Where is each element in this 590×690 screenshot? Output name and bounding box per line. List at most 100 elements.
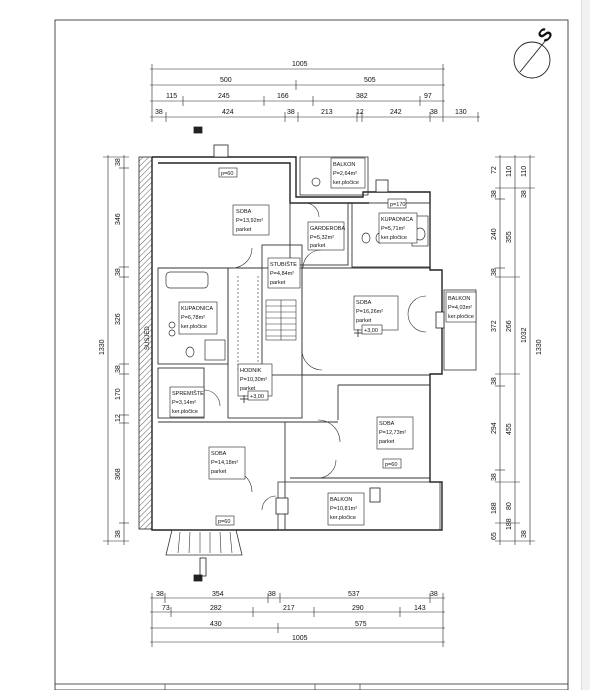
left-dimension-labels: 38 346 38 326 38 170 12 368 38 1330 (99, 158, 122, 538)
room-name: SOBA (356, 300, 372, 306)
dim-right-c1-5: 38 (491, 377, 498, 385)
dim-right-c2-5: 188 (506, 518, 513, 530)
dim-bottom-r2-4: 143 (414, 605, 426, 612)
room-name: KUPAONICA (181, 306, 213, 312)
dim-right-c1-3: 38 (491, 268, 498, 276)
room-soba-center: SOBA P=16,26m² parket (356, 300, 383, 324)
dim-top-r4-6: 38 (430, 109, 438, 116)
dim-left-4: 38 (115, 365, 122, 373)
dim-right-c2-2: 266 (506, 320, 513, 332)
dim-right-c1-2: 240 (491, 228, 498, 240)
dim-right-c2-3: 455 (506, 423, 513, 435)
room-name: KUPAONICA (381, 217, 413, 223)
room-area: P=4,84m² (270, 271, 294, 277)
dim-left-overall: 1330 (99, 339, 106, 355)
room-balkon-top: BALKON P=2,64m² ker.pločice (333, 162, 359, 186)
dim-right-c1-6: 294 (491, 422, 498, 434)
room-floor: parket (270, 280, 286, 286)
room-area: P=4,03m² (448, 305, 472, 311)
room-soba-bottom: SOBA P=14,18m² parket (211, 451, 238, 475)
dim-bottom-r1-2: 38 (268, 591, 276, 598)
dim-top-r3-3: 382 (356, 93, 368, 100)
tag-p170: p=170 (390, 202, 405, 208)
dim-bottom-r1-4: 38 (430, 591, 438, 598)
dim-right-c1-4: 372 (491, 320, 498, 332)
room-name: SPREMIŠTE (172, 390, 204, 397)
room-floor: parket (379, 439, 395, 445)
dim-bottom-r2-3: 290 (352, 605, 364, 612)
room-floor: parket (356, 318, 372, 324)
dim-right-c1-8: 188 (491, 502, 498, 514)
right-dimension-labels: 72 38 240 38 372 38 294 38 188 65 110 35… (491, 166, 543, 540)
dim-right-c3-0: 110 (521, 166, 528, 177)
room-soba-top: SOBA P=13,92m² parket (236, 209, 263, 233)
dim-right-c3-1: 1032 (521, 327, 528, 343)
room-area: P=13,92m² (236, 218, 263, 224)
room-name: BALKON (448, 296, 470, 302)
dim-top-r4-1: 424 (222, 109, 234, 116)
bay-window-bars (177, 531, 233, 554)
dim-bottom-r3-0: 430 (210, 621, 222, 628)
room-balkon-right: BALKON P=4,03m² ker.pločice (448, 296, 474, 320)
dim-top-r4-0: 38 (155, 109, 163, 116)
title-block-cells (164, 684, 361, 690)
dim-right-c2-4: 80 (506, 502, 513, 510)
dim-bottom-r2-0: 73 (162, 605, 170, 612)
room-soba-right: SOBA P=12,73m² parket (379, 421, 406, 445)
room-floor: parket (240, 386, 256, 392)
room-floor: ker.pločice (381, 235, 407, 241)
room-floor: parket (211, 469, 227, 475)
room-name: SOBA (379, 421, 395, 427)
dim-left-0: 38 (115, 158, 122, 166)
room-floor: ker.pločice (333, 180, 359, 186)
dim-right-c3-2: 1330 (536, 339, 543, 355)
room-kupaonica-left: KUPAONICA P=6,78m² ker.pločice (181, 306, 213, 330)
dim-right-c2-1: 355 (506, 231, 513, 243)
room-kupaonica-right: KUPAONICA P=5,71m² ker.pločice (381, 217, 413, 241)
room-area: P=3,14m² (172, 400, 196, 406)
room-name: SOBA (211, 451, 227, 457)
window-markers (193, 126, 445, 582)
dim-top-r2-1: 505 (364, 77, 376, 84)
room-area: P=5,32m² (310, 235, 334, 241)
dim-bottom-overall: 1005 (292, 635, 308, 642)
room-area: P=10,81m² (330, 506, 357, 512)
dim-top-overall: 1005 (292, 61, 308, 68)
door-swings (203, 202, 427, 511)
dim-top-r3-1: 245 (218, 93, 230, 100)
dim-top-r4-5: 242 (390, 109, 402, 116)
room-area: P=14,18m² (211, 460, 238, 466)
room-name: SOBA (236, 209, 252, 215)
bottom-dimension-lines (150, 593, 445, 647)
dim-left-3: 326 (115, 313, 122, 325)
room-balkon-bottom: BALKON P=10,81m² ker.pločice (330, 497, 357, 521)
dim-right-c1-7: 38 (491, 473, 498, 481)
dim-top-r4-2: 38 (287, 109, 295, 116)
dim-bottom-r3-1: 575 (355, 621, 367, 628)
room-area: P=10,30m² (240, 377, 267, 383)
room-stubiste: STUBIŠTE P=4,84m² parket (270, 261, 297, 286)
dim-top-r3-0: 115 (166, 93, 177, 100)
room-name: BALKON (330, 497, 352, 503)
tag-p60-top: p=60 (221, 171, 233, 177)
room-name: BALKON (333, 162, 355, 168)
room-floor: ker.pločice (330, 515, 356, 521)
room-floor: ker.pločice (172, 409, 198, 415)
room-area: P=12,73m² (379, 430, 406, 436)
room-garderoba: GARDEROBA P=5,32m² parket (310, 226, 345, 249)
room-name: STUBIŠTE (270, 261, 297, 268)
room-area: P=16,26m² (356, 309, 383, 315)
vertical-scrollbar[interactable] (581, 0, 590, 690)
dim-right-c1-0: 72 (491, 166, 498, 174)
dim-bottom-r1-3: 537 (348, 591, 360, 598)
left-dimension-lines (103, 155, 129, 545)
right-dimension-lines (495, 155, 535, 545)
room-area: P=6,78m² (181, 315, 205, 321)
dim-right-c3-x1: 38 (521, 530, 528, 538)
dim-right-c1-1: 38 (491, 190, 498, 198)
dim-left-2: 38 (115, 268, 122, 276)
top-dimension-labels: 1005 500 505 115 245 166 382 97 38 424 3… (155, 61, 467, 116)
tag-p60-bottom: p=60 (218, 519, 230, 525)
dim-left-5: 170 (115, 388, 122, 400)
